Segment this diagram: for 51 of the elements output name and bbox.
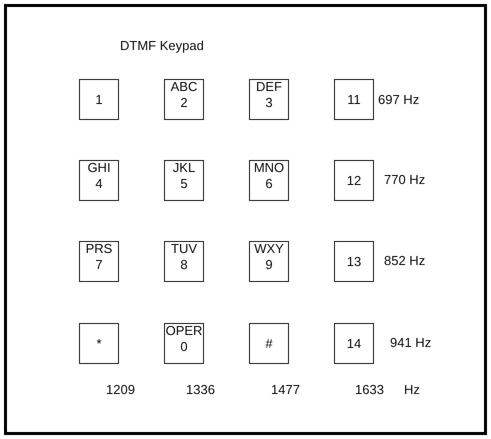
key-digit: 6 [265, 177, 273, 191]
key-letters: GHI [87, 161, 111, 175]
key-digit: 14 [346, 336, 362, 350]
key-digit: 1 [95, 92, 103, 106]
column-frequency-label: 1336 [186, 382, 215, 397]
key-letters: DEF [256, 80, 282, 94]
column-frequency-label: 1477 [271, 382, 300, 397]
key-digit: 2 [180, 96, 188, 110]
row-frequency-label: 770 Hz [384, 172, 426, 187]
key-digit: 0 [180, 340, 188, 354]
key-letters: PRS [86, 242, 112, 256]
keypad-key [334, 241, 374, 282]
keypad-key [249, 79, 289, 120]
key-letters: OPER [166, 324, 202, 338]
key-digit: 7 [95, 258, 103, 272]
key-digit: 9 [265, 258, 273, 272]
key-letters: TUV [171, 242, 197, 256]
key-digit: 11 [347, 92, 361, 106]
row-frequency-label: 697 Hz [378, 92, 420, 107]
key-digit: 13 [346, 254, 362, 268]
row-frequency-label: 852 Hz [384, 253, 426, 268]
keypad-key [334, 160, 374, 201]
keypad-key [79, 323, 119, 364]
key-digit: 8 [180, 258, 188, 272]
key-digit: 4 [95, 177, 103, 191]
keypad-key [249, 241, 289, 282]
row-frequency-label: 941 Hz [390, 335, 432, 350]
keypad-key [79, 160, 119, 201]
keypad-key [79, 241, 119, 282]
key-letters: MNO [254, 161, 284, 175]
key-digit: * [96, 336, 102, 350]
keypad-key [164, 323, 204, 364]
key-digit: # [265, 336, 273, 350]
key-letters: JKL [172, 161, 196, 175]
keypad-key [164, 160, 204, 201]
title: DTMF Keypad [120, 38, 204, 53]
keypad-key [249, 323, 289, 364]
column-frequency-label: 1209 [106, 382, 135, 397]
keypad-key [164, 241, 204, 282]
key-digit: 5 [180, 177, 188, 191]
key-letters: WXY [254, 242, 284, 256]
keypad-key [164, 79, 204, 120]
keypad-key [334, 323, 374, 364]
keypad-key [249, 160, 289, 201]
keypad-key [79, 79, 119, 120]
keypad-key [334, 79, 374, 120]
key-digit: 12 [346, 174, 362, 188]
key-letters: ABC [170, 80, 198, 94]
key-digit: 3 [265, 96, 273, 110]
column-frequency-label: 1633 [355, 382, 384, 397]
column-frequency-label: Hz [404, 382, 420, 397]
